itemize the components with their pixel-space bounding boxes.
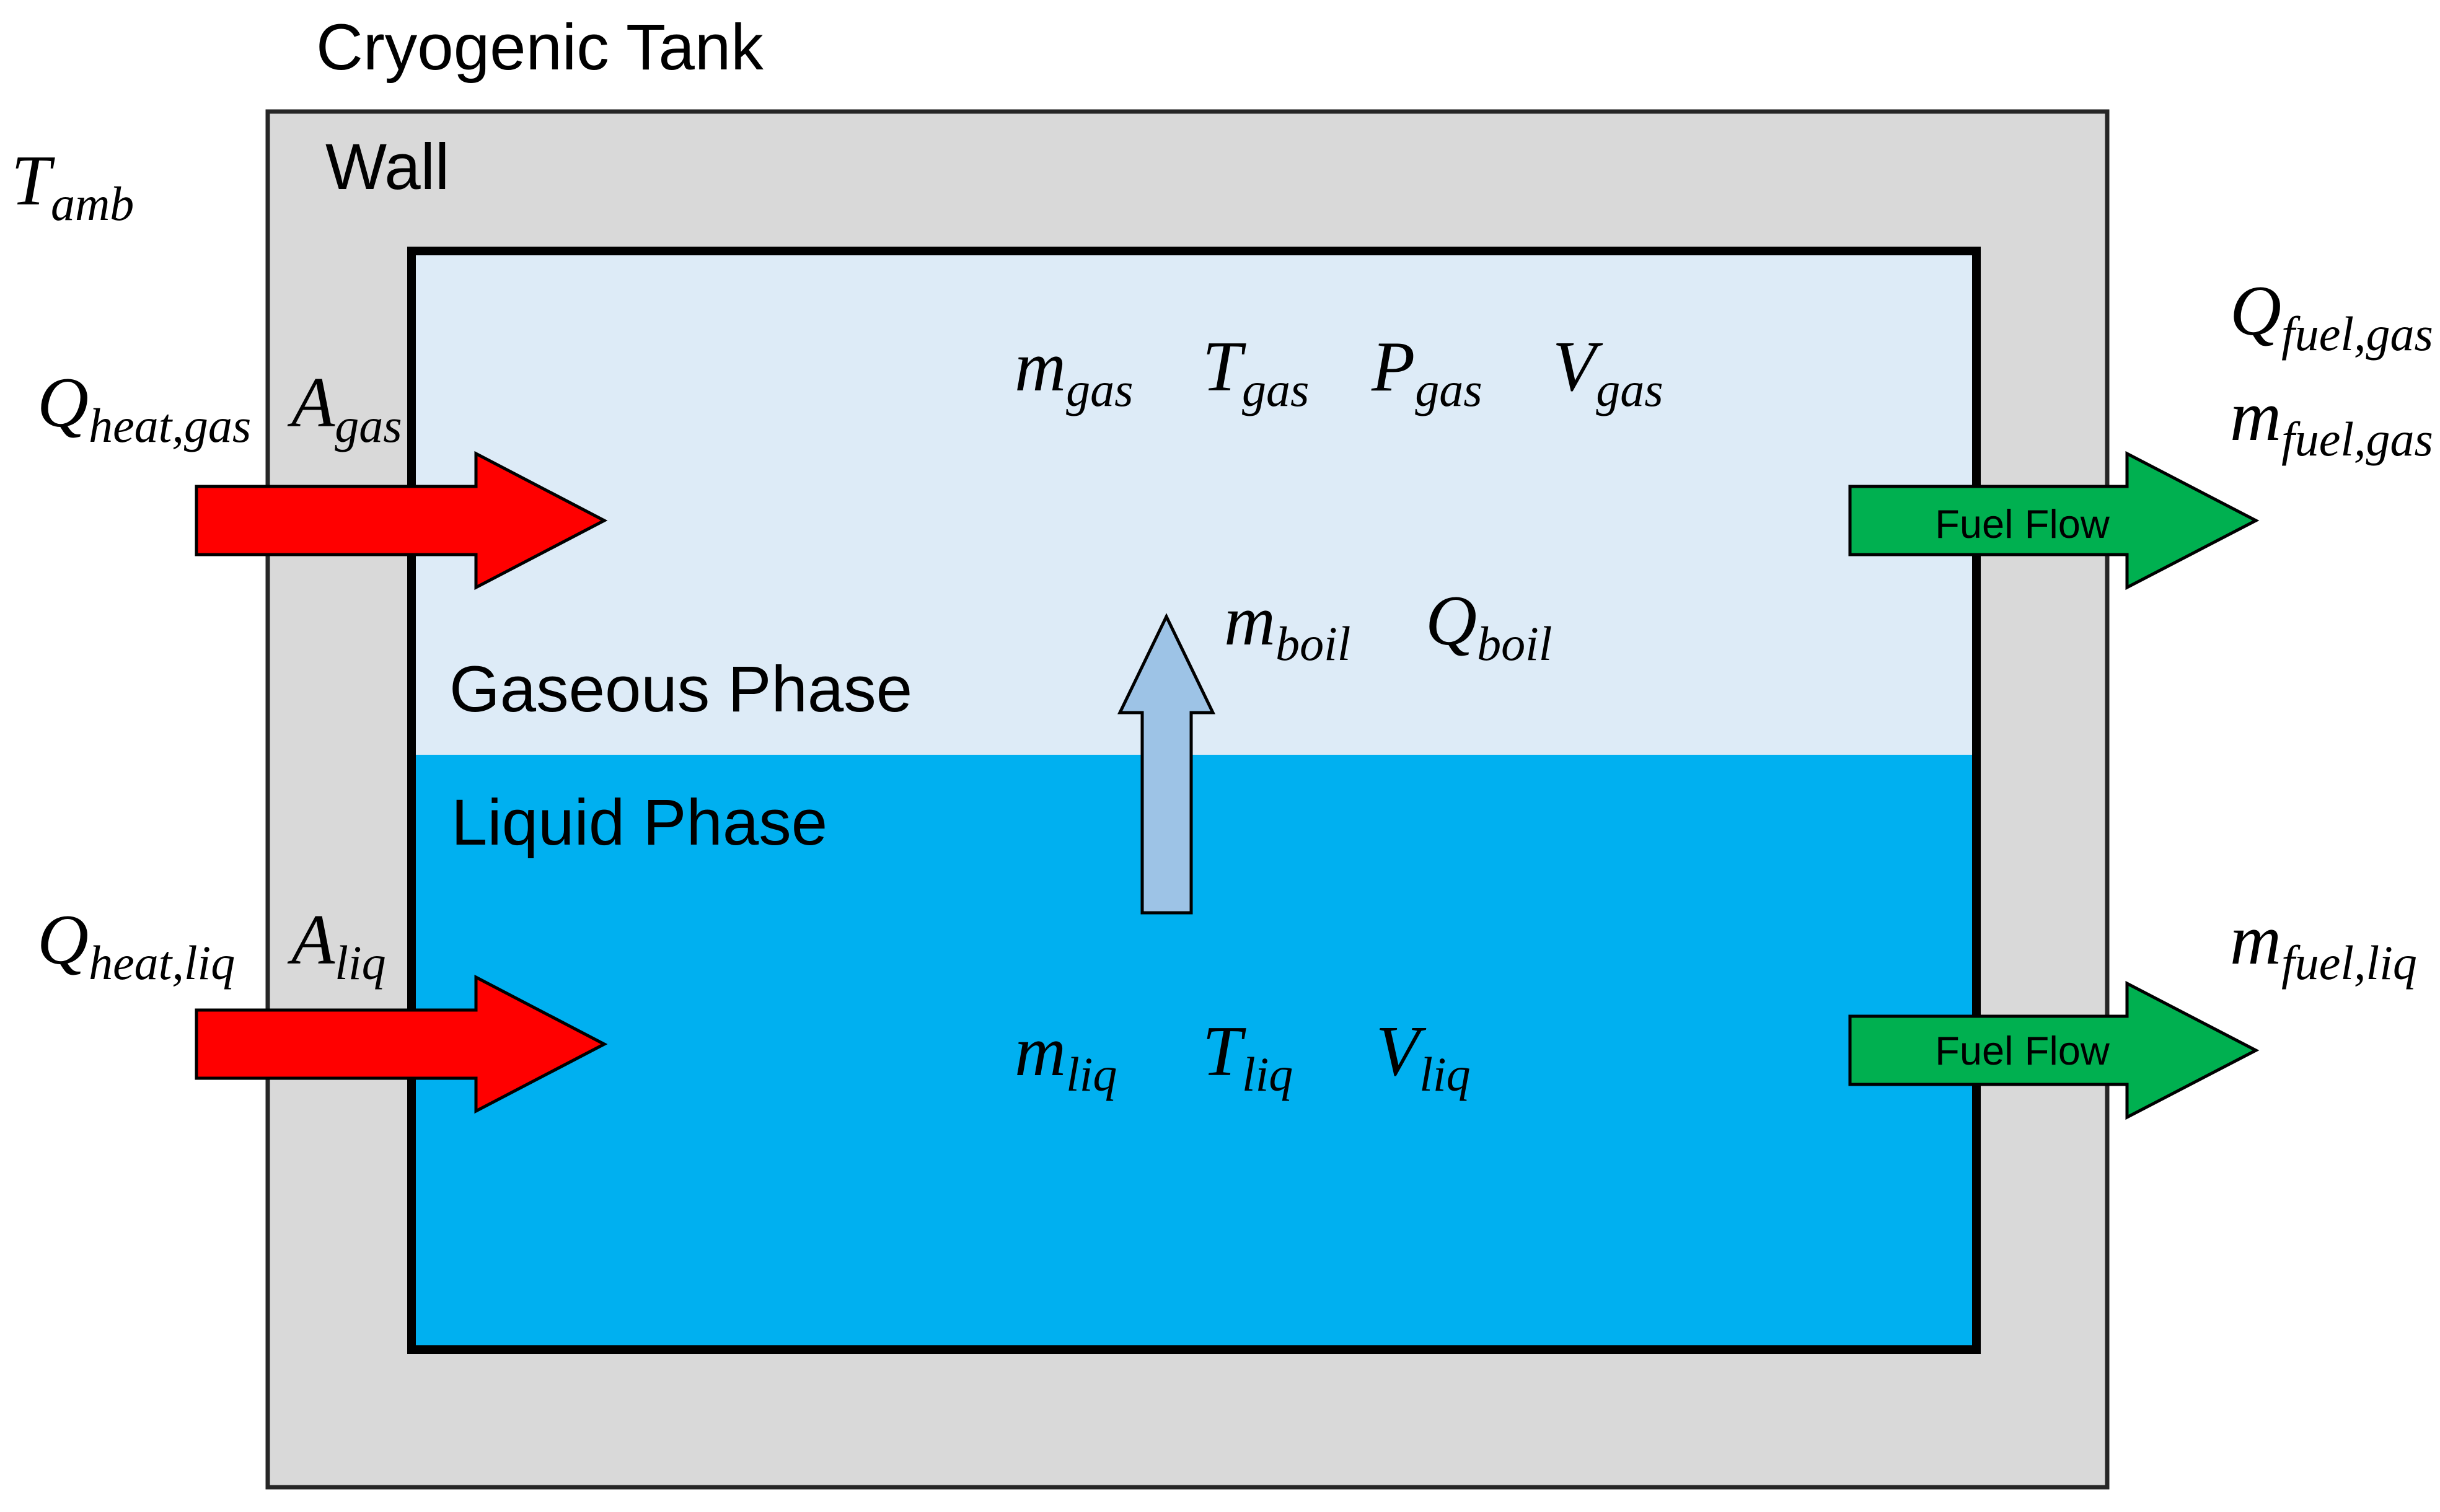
fuel-mass-gas-label: mfuel,gas [2230, 377, 2433, 466]
gas-phase-label: Gaseous Phase [449, 653, 912, 726]
liq-volume-var: Vliq [1376, 1012, 1471, 1101]
fuel-mass-liq-label: mfuel,liq [2230, 900, 2417, 990]
area-liq-label: Aliq [287, 900, 386, 990]
boil-off-arrow [1117, 613, 1215, 915]
diagram-title: Cryogenic Tank [316, 11, 764, 84]
liq-mass-var: mliq [1015, 1012, 1117, 1101]
fuel-flow-label-gas: Fuel Flow [1935, 501, 2110, 547]
gas-pressure-var: Pgas [1371, 327, 1482, 416]
heat-input-gas-label: Qheat,gas [37, 363, 251, 452]
ambient-temperature-label: Tamb [11, 141, 134, 231]
fuel-heat-gas-label: Qfuel,gas [2230, 271, 2433, 361]
heat-arrow-liq [195, 974, 608, 1114]
heat-input-liq-label: Qheat,liq [37, 900, 235, 990]
gas-temperature-var: Tgas [1202, 327, 1309, 416]
fuel-flow-arrow-gas [1848, 451, 2260, 591]
area-gas-label: Agas [287, 363, 402, 452]
liquid-phase-region [412, 755, 1976, 1350]
inner-tank-border [407, 247, 1981, 1354]
liquid-phase-label: Liquid Phase [451, 786, 827, 859]
fuel-flow-arrow-liq [1848, 980, 2260, 1120]
liq-temperature-var: Tliq [1202, 1012, 1293, 1101]
heat-arrow-gas [195, 451, 608, 591]
boil-mass-var: mboil [1224, 581, 1350, 670]
wall-label: Wall [325, 131, 449, 203]
fuel-flow-label-liq: Fuel Flow [1935, 1028, 2110, 1073]
gas-mass-var: mgas [1015, 327, 1133, 416]
gas-volume-var: Vgas [1553, 327, 1663, 416]
boil-heat-var: Qboil [1425, 581, 1552, 670]
